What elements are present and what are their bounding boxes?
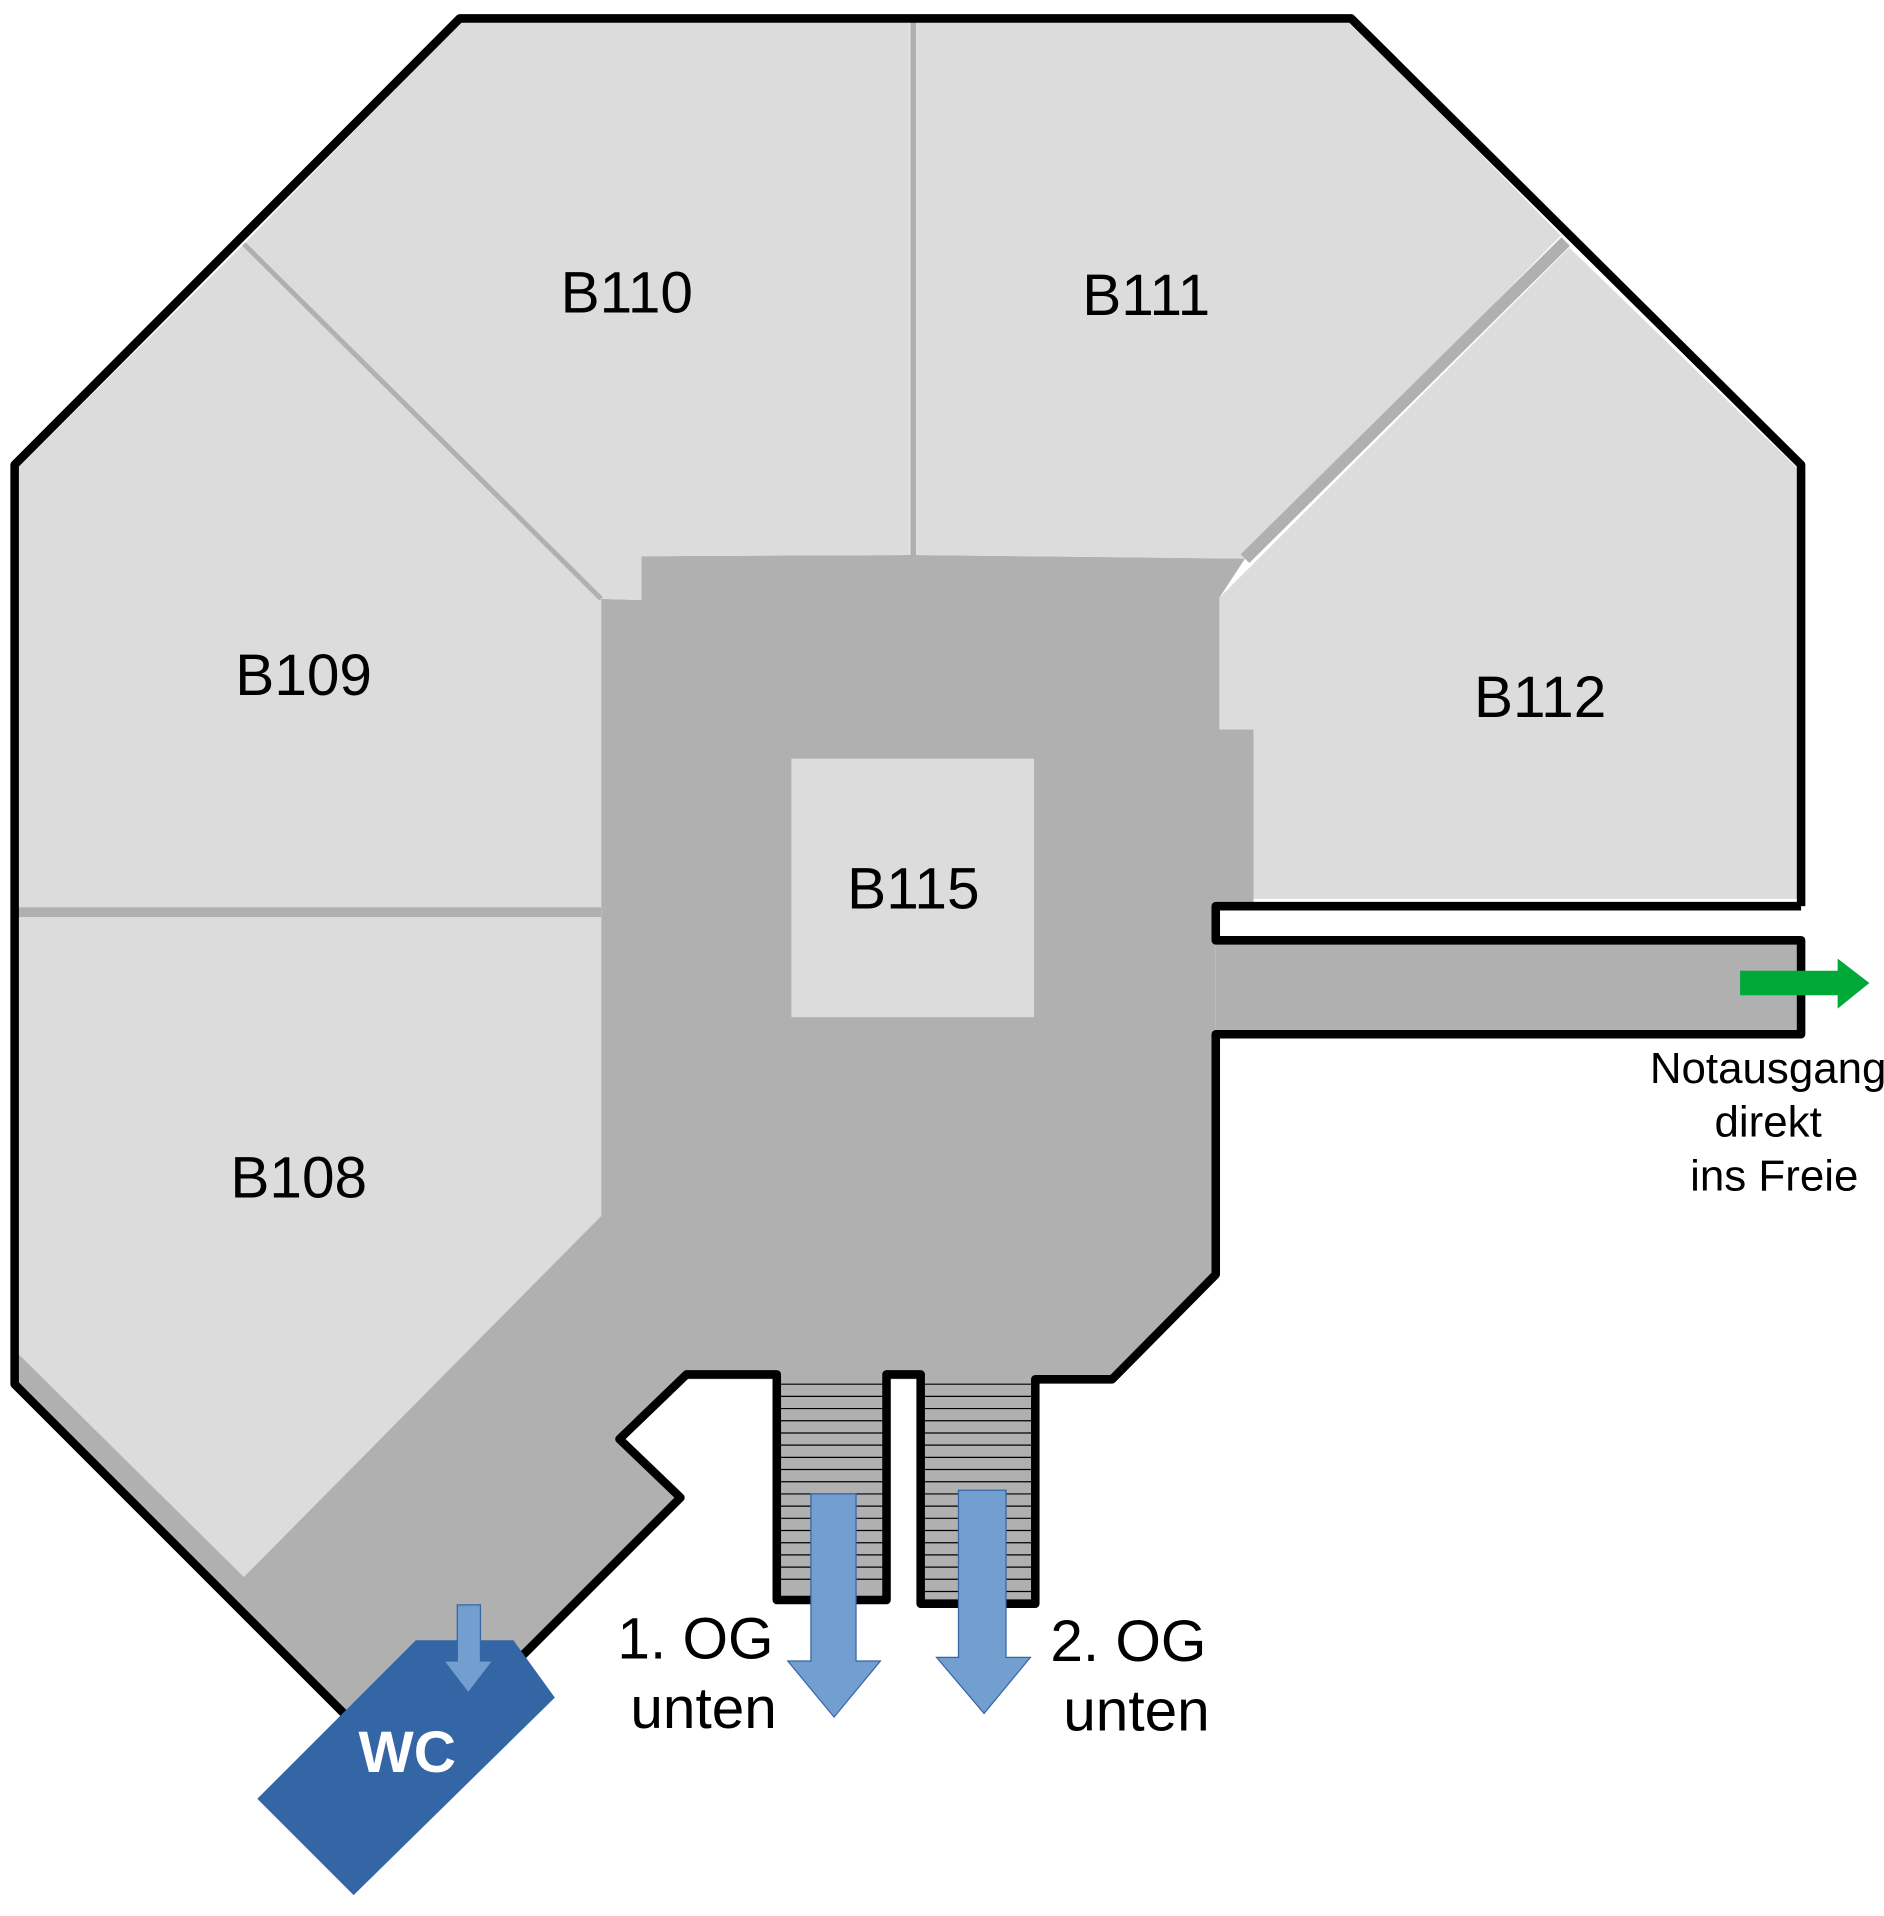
wc-sign[interactable] (257, 1640, 555, 1896)
arrow-right-icon (1740, 958, 1870, 1009)
exit-corridor (1215, 940, 1802, 1035)
partition-wall (242, 242, 603, 601)
wc-label: WC (359, 1720, 457, 1785)
arrow-down-icon (442, 1604, 494, 1694)
arrow-down-icon (786, 1493, 882, 1719)
stair-1-label: 1. OG unten (617, 1607, 789, 1742)
room-label-B115: B115 (847, 857, 979, 922)
room-B111[interactable] (917, 22, 1561, 559)
room-B110[interactable] (243, 22, 910, 601)
room-B112[interactable] (1219, 247, 1799, 899)
room-B109[interactable] (18, 244, 602, 909)
partition-wall (1240, 237, 1571, 563)
room-label-B111: B111 (1082, 263, 1210, 328)
room-label-B108: B108 (230, 1146, 367, 1211)
outer-wall (10, 14, 1806, 1718)
exit-label: Notausgang direkt ins Freie (1650, 1044, 1884, 1200)
room-B108[interactable] (18, 917, 602, 1577)
stair-2-label: 2. OG unten (1050, 1609, 1222, 1744)
room-label-B112: B112 (1474, 665, 1606, 730)
arrow-down-icon (935, 1489, 1032, 1715)
room-B115[interactable] (791, 758, 1035, 1018)
room-label-B110: B110 (561, 260, 693, 325)
room-label-B109: B109 (235, 643, 372, 708)
